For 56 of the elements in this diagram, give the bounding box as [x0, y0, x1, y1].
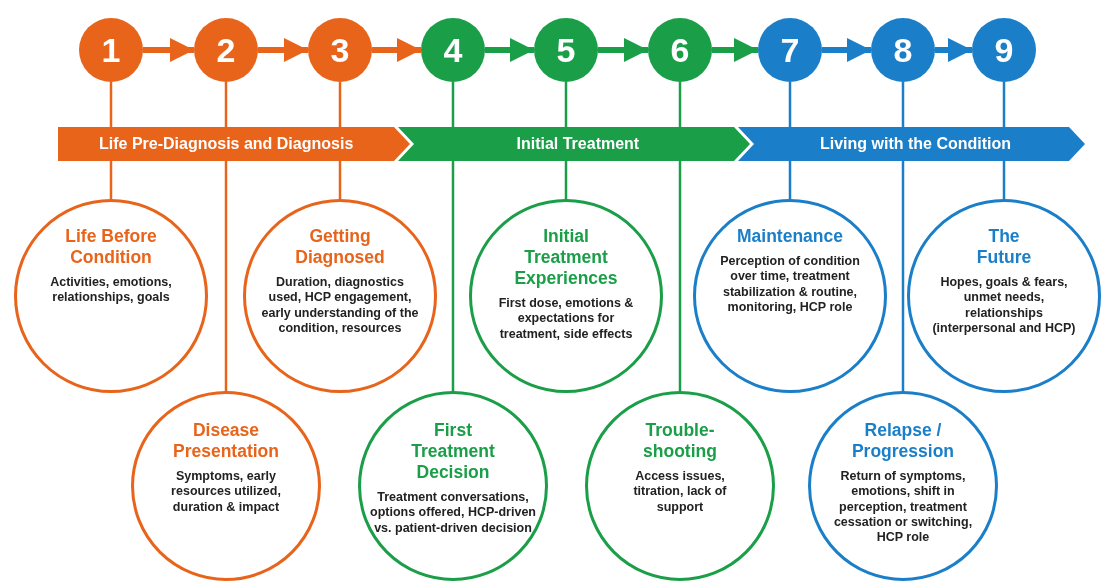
stage-description: Return of symptoms, emotions, shift in perception, treatment cessation or switching, HCP role [832, 469, 974, 546]
connector-line [338, 161, 342, 200]
connector-line [451, 82, 455, 127]
step-number-circle: 5 [534, 18, 598, 82]
connector-line [109, 161, 113, 200]
connector-line [901, 82, 905, 127]
arrow [935, 38, 972, 62]
connector-line [901, 161, 905, 392]
stage-description: Activities, emotions, relationships, goals [49, 275, 173, 306]
step-number-circle: 2 [194, 18, 258, 82]
step-number-circle: 9 [972, 18, 1036, 82]
phase-label: Initial Treatment [516, 135, 640, 153]
connector-line [1002, 82, 1006, 127]
step-number-circle: 1 [79, 18, 143, 82]
stage-title: Disease Presentation [172, 420, 280, 462]
stage-title: Relapse / Progression [850, 420, 956, 462]
stage-title: Getting Diagnosed [294, 226, 386, 268]
stage-title: Trouble-shooting [642, 420, 718, 462]
connector-line [678, 82, 682, 127]
arrow [372, 38, 421, 62]
step-number-circle: 3 [308, 18, 372, 82]
phase-label: Living with the Condition [820, 135, 1012, 153]
stage-description: Symptoms, early resources utilized, duration & impact [170, 469, 282, 515]
step-number-circle: 6 [648, 18, 712, 82]
connector-line [451, 161, 455, 392]
step-number-circle: 7 [758, 18, 822, 82]
stage-title: First Treatment Decision [410, 420, 496, 483]
stage-description: Hopes, goals & fears, unmet needs, relationships (interpersonal and HCP) [931, 275, 1077, 336]
connector-line [109, 82, 113, 127]
arrow [598, 38, 648, 62]
stage-description: Duration, diagnostics used, HCP engagement, early understanding of the condition, resources [261, 275, 419, 336]
connector-line [224, 161, 228, 392]
phase-label: Life Pre-Diagnosis and Diagnosis [99, 135, 354, 153]
stage-title: The Future [975, 226, 1033, 268]
connector-line [1002, 161, 1006, 200]
stage-title: Initial Treatment Experiences [513, 226, 619, 289]
connector-line [224, 82, 228, 127]
arrow [822, 38, 871, 62]
stage-description: First dose, emotions & expectations for treatment, side effects [497, 296, 635, 342]
stage-description: Access issues, titration, lack of support [632, 469, 728, 515]
connector-line [788, 82, 792, 127]
step-number-circle: 4 [421, 18, 485, 82]
connector-line [564, 82, 568, 127]
stage-title: Maintenance [736, 226, 844, 247]
arrow [712, 38, 758, 62]
stage-title: Life Before Condition [64, 226, 158, 268]
arrow [143, 38, 194, 62]
stage-description: Treatment conversations, options offered, HCP-driven vs. patient-driven decision [369, 490, 537, 536]
connector-line [338, 82, 342, 127]
connector-line [678, 161, 682, 392]
connector-line [788, 161, 792, 200]
connector-line [564, 161, 568, 200]
step-number-circle: 8 [871, 18, 935, 82]
arrow [485, 38, 534, 62]
stage-description: Perception of condition over time, treatment stabilization & routine, monitoring, HCP role [719, 254, 861, 315]
arrow [258, 38, 308, 62]
